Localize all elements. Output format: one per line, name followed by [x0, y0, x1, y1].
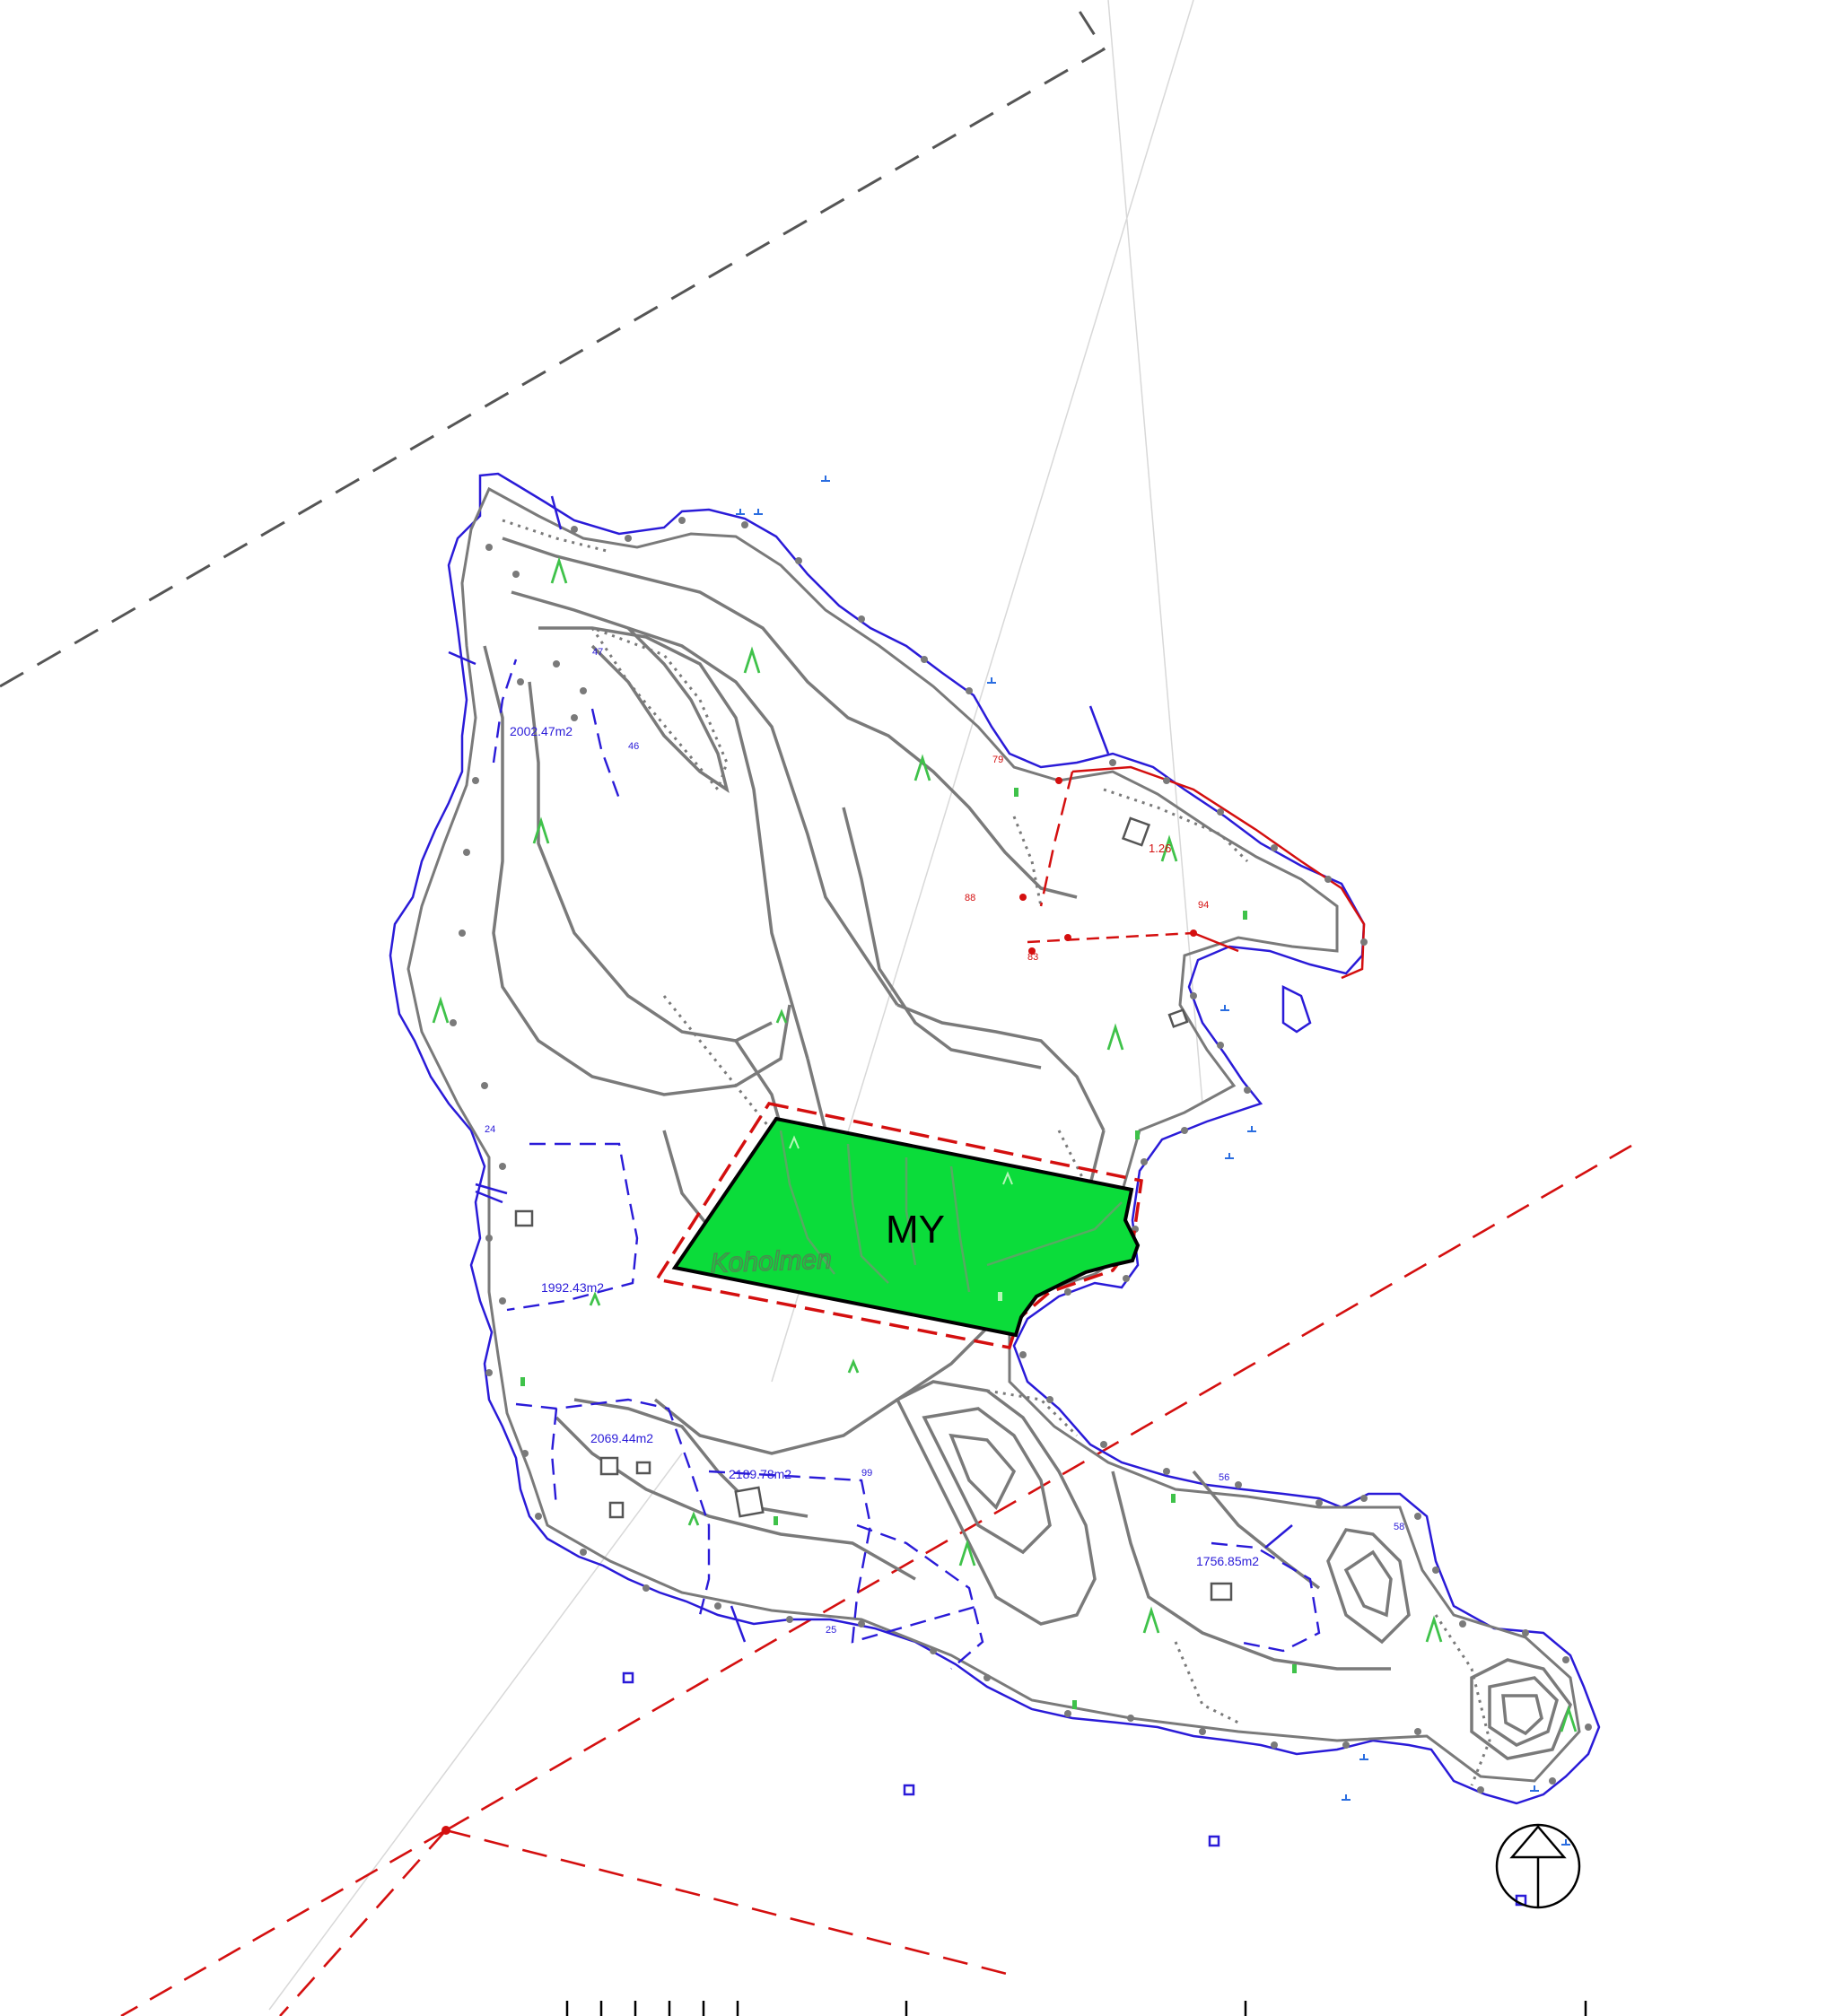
tree-icon	[1425, 1615, 1443, 1643]
blue-plot-boundaries	[492, 659, 1321, 1670]
tree-icon	[847, 1358, 860, 1374]
dashed-property-line	[0, 0, 1106, 688]
zone-code: MY	[886, 1208, 945, 1252]
spot-label: 47	[592, 647, 603, 658]
plot-area-label: 2189.78m2	[729, 1467, 791, 1481]
spot-label: 88	[965, 893, 975, 903]
slope-hachures	[502, 519, 1491, 1786]
zone-point-markers	[998, 1292, 1002, 1301]
spot-label: 1.26	[1149, 842, 1171, 855]
survey-point	[441, 1826, 450, 1835]
tree-icon	[743, 646, 761, 674]
zone-outline-red-dashed	[654, 1102, 1143, 1350]
tree-icons	[432, 556, 1578, 1732]
plot-area-label: 1756.85m2	[1196, 1554, 1259, 1568]
spot-labels: 47 46 79 1.26 88 83 94 24 99 56 58 25	[485, 647, 1404, 1636]
tree-icon	[1560, 1705, 1578, 1732]
tree-icon	[1142, 1606, 1160, 1634]
spot-label: 79	[992, 755, 1003, 765]
spot-label: 58	[1394, 1522, 1404, 1532]
tree-icon	[1002, 1171, 1013, 1185]
tree-icon	[914, 754, 931, 781]
green-point-markers	[520, 788, 1297, 1709]
tree-icon	[550, 556, 568, 584]
benchmark-ticks	[736, 476, 1570, 1846]
tree-icon	[589, 1291, 601, 1306]
spot-label: 94	[1198, 900, 1209, 911]
spot-label: 56	[1219, 1472, 1229, 1483]
tree-icon	[687, 1511, 700, 1526]
tree-icon	[958, 1539, 976, 1567]
zone-tree-icons	[789, 1135, 1013, 1185]
place-name: Koholmen	[710, 1244, 832, 1279]
tree-icon	[775, 1008, 788, 1024]
contour-lines	[483, 537, 1572, 1760]
zone-contours	[779, 1130, 1123, 1293]
tree-icon	[1160, 834, 1178, 862]
red-survey-points	[1019, 777, 1197, 955]
island-shoreline	[389, 472, 1601, 1805]
spot-label: 24	[485, 1124, 495, 1135]
plot-area-label: 2069.44m2	[590, 1431, 653, 1445]
tree-icon	[789, 1135, 800, 1149]
tree-icon	[432, 996, 450, 1024]
scale-bar	[565, 2001, 1587, 2016]
spot-label: 83	[1027, 952, 1038, 963]
tree-icon	[1106, 1023, 1124, 1051]
red-dashed-boundaries	[120, 1144, 1632, 2016]
building-footprints	[514, 816, 1233, 1601]
faint-cadastral-lines	[268, 0, 1203, 2011]
island-shoreline-inner	[406, 486, 1581, 1783]
plot-area-labels: 2002.47m2 1992.43m2 2069.44m2 2189.78m2 …	[510, 724, 1259, 1568]
spot-label: 25	[826, 1625, 836, 1636]
red-property-boundary-ne	[1027, 765, 1366, 980]
north-arrow-icon	[1495, 1823, 1581, 1909]
plot-area-label: 2002.47m2	[510, 724, 573, 738]
spot-label: 99	[861, 1468, 872, 1479]
plot-area-label: 1992.43m2	[541, 1280, 604, 1295]
tree-icon	[532, 816, 550, 844]
zone-my-area	[671, 1116, 1141, 1338]
spot-label: 46	[628, 741, 639, 752]
